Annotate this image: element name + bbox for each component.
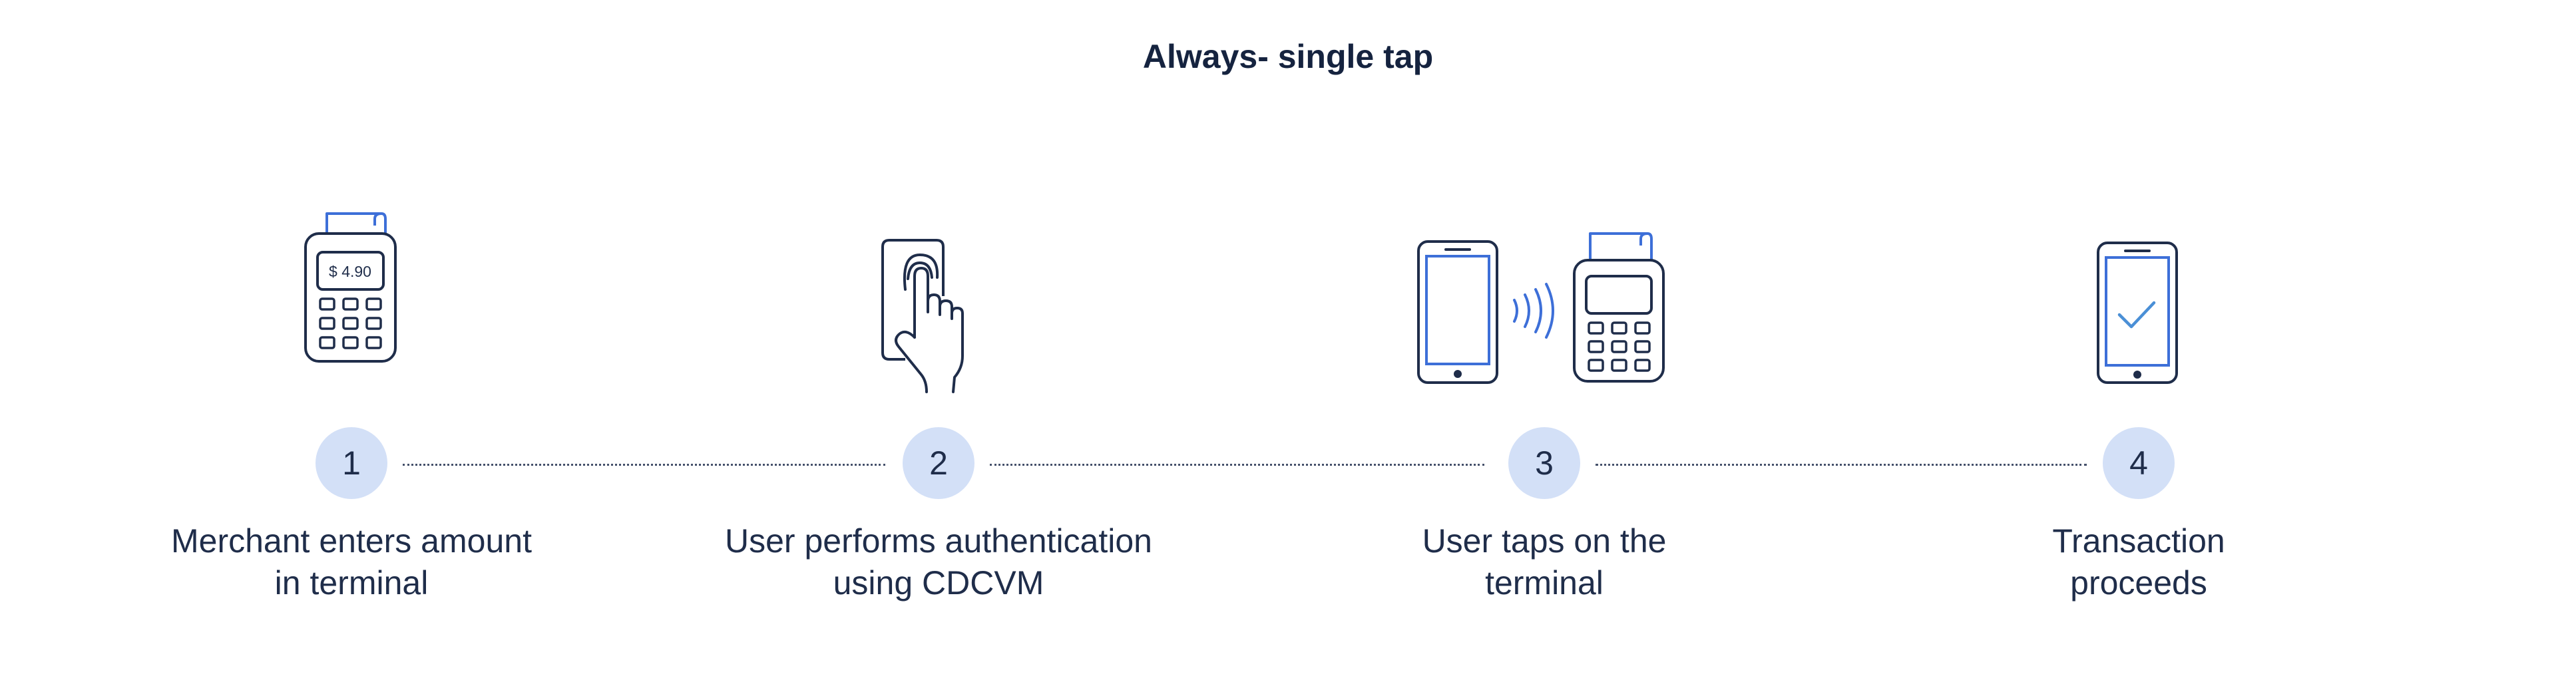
connector-1-2 (403, 464, 885, 466)
phone-checkmark-icon (2097, 242, 2178, 384)
step-3-label-line-2: terminal (1485, 564, 1604, 602)
step-2-label-line-1: User performs authentication (725, 522, 1152, 560)
step-4-label: Transaction proceeds (1886, 520, 2392, 604)
step-4-label-line-2: proceeds (2070, 564, 2207, 602)
step-1-label-line-1: Merchant enters amount (171, 522, 532, 560)
connector-2-3 (990, 464, 1484, 466)
payment-terminal-icon: $ 4.90 (304, 212, 397, 363)
step-4-label-line-1: Transaction (2052, 522, 2225, 560)
contactless-tap-icon (1417, 232, 1665, 384)
step-4-number: 4 (2103, 427, 2175, 499)
step-2-label-line-2: using CDCVM (833, 564, 1044, 602)
diagram-title: Always- single tap (1142, 38, 1434, 75)
connector-3-4 (1596, 464, 2087, 466)
step-3-label: User taps on the terminal (1291, 520, 1797, 604)
step-3-number: 3 (1508, 427, 1580, 499)
terminal-amount: $ 4.90 (329, 263, 371, 280)
step-2-label: User performs authentication using CDCVM (686, 520, 1191, 604)
step-1-number: 1 (316, 427, 387, 499)
fingerprint-phone-icon (881, 239, 964, 393)
step-1-label: Merchant enters amount in terminal (99, 520, 604, 604)
step-3-label-line-1: User taps on the (1422, 522, 1667, 560)
step-1-label-line-2: in terminal (274, 564, 429, 602)
step-2-number: 2 (903, 427, 974, 499)
